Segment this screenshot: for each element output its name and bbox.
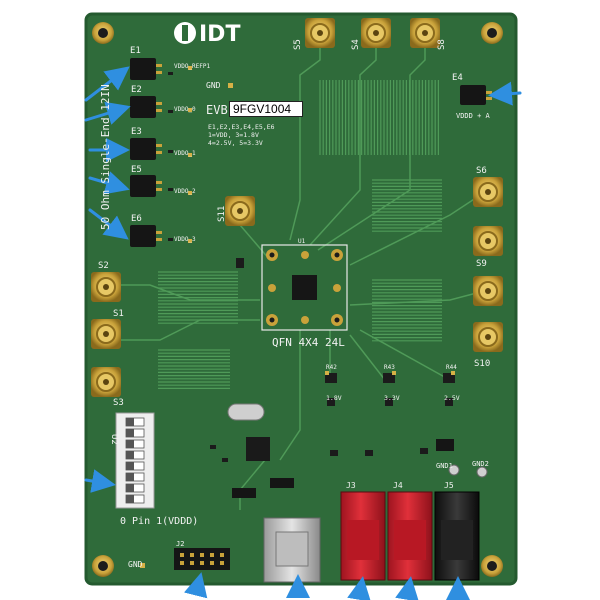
sma-connector-s6[interactable] xyxy=(473,177,503,207)
sma-connector-s9[interactable] xyxy=(473,226,503,256)
label-j5: J5 xyxy=(444,481,454,490)
banana-jack-j4[interactable] xyxy=(387,491,433,581)
sma-connector-s2[interactable] xyxy=(91,272,121,302)
label-e4: E4 xyxy=(452,73,463,83)
label-e6: E6 xyxy=(131,214,142,224)
chip-package-label: QFN 4X4 24L xyxy=(272,336,345,349)
label-s10: S10 xyxy=(474,359,490,369)
label-r44: R44 xyxy=(446,364,457,371)
jumper-note-line3: 4=2.5V, 5=3.3V xyxy=(208,139,263,147)
label-r43: R43 xyxy=(384,364,395,371)
label-gnd-top: GND xyxy=(206,81,221,90)
test-pads xyxy=(140,66,455,568)
label-vddo-2: VDDO_2 xyxy=(174,188,196,195)
usb-connector[interactable] xyxy=(263,517,321,583)
routing-traces xyxy=(110,45,489,510)
jumper-note-line2: 1=VDD, 3=1.8V xyxy=(208,131,259,139)
label-s5: S5 xyxy=(293,39,303,50)
label-s3: S3 xyxy=(113,398,124,408)
microcontroller-u3 xyxy=(246,437,270,461)
label-s11: S11 xyxy=(217,206,227,222)
label-vddd-a: VDDD + A xyxy=(456,112,491,120)
sma-connector-s3[interactable] xyxy=(91,367,121,397)
trace-meander-blocks xyxy=(158,80,442,389)
label-vddo-3: VDDO_3 xyxy=(174,236,196,243)
vertical-board-title: 50 Ohm Single-End 12IN xyxy=(99,84,112,230)
label-s8: S8 xyxy=(437,39,447,50)
smd-components xyxy=(168,72,455,462)
crystal-y1 xyxy=(227,403,265,421)
sma-connector-s11[interactable] xyxy=(225,196,255,226)
label-s6: S6 xyxy=(476,166,487,176)
jumper-headers-left[interactable] xyxy=(130,58,156,247)
jumper-pins-left xyxy=(156,64,162,241)
label-j3: J3 xyxy=(346,481,356,490)
label-1-8v: 1.8V xyxy=(326,394,342,402)
label-gnd1: GND1 xyxy=(436,462,453,470)
banana-jack-j5[interactable] xyxy=(434,491,480,581)
label-vddo-refp1: VDDO_REFP1 xyxy=(174,63,211,70)
pin-header-j2[interactable] xyxy=(174,548,230,570)
label-j4: J4 xyxy=(393,481,403,490)
banana-jack-j3[interactable] xyxy=(340,491,386,581)
chip-socket-u1 xyxy=(261,244,348,331)
sma-connector-top-2[interactable] xyxy=(361,18,391,48)
label-s2: S2 xyxy=(98,261,109,271)
label-e2: E2 xyxy=(131,85,142,95)
label-2-5v: 2.5V xyxy=(444,394,460,402)
sma-connector-s10[interactable] xyxy=(473,322,503,352)
label-3-3v: 3.3V xyxy=(384,394,400,402)
sma-connector-top-1[interactable] xyxy=(305,18,335,48)
dip-switch-label: 0 Pin 1(VDDD) xyxy=(120,516,198,527)
sma-connector-s7[interactable] xyxy=(473,276,503,306)
sma-connector-top-3[interactable] xyxy=(410,18,440,48)
idt-logo: IDT xyxy=(174,22,240,47)
evb-prefix: EVB xyxy=(206,103,228,117)
label-r42: R42 xyxy=(326,364,337,371)
part-number-label: 9FGV1004 xyxy=(229,101,303,117)
label-j2: J2 xyxy=(176,540,184,548)
jumper-note-line1: E1,E2,E3,E4,E5,E6 xyxy=(208,123,275,131)
label-u2: U2 xyxy=(109,434,119,445)
label-vddo-1: VDDO_1 xyxy=(174,150,196,157)
label-e5: E5 xyxy=(131,165,142,175)
jumper-small-bottom[interactable] xyxy=(232,439,454,498)
label-e1: E1 xyxy=(130,46,141,56)
label-s9: S9 xyxy=(476,259,487,269)
label-gnd-bottom: GND xyxy=(128,560,143,569)
label-gnd2: GND2 xyxy=(472,460,489,468)
label-e3: E3 xyxy=(131,127,142,137)
ground-posts xyxy=(448,464,488,478)
label-vddo-0: VDDO_0 xyxy=(174,106,196,113)
dip-switch-u2[interactable] xyxy=(115,412,155,509)
label-u1: U1 xyxy=(298,238,306,245)
label-s4: S4 xyxy=(351,39,361,50)
brand-logo-text: IDT xyxy=(199,22,240,47)
label-s1: S1 xyxy=(113,309,124,319)
annotation-arrows xyxy=(84,66,522,600)
sma-connector-s1[interactable] xyxy=(91,319,121,349)
mounting-holes xyxy=(92,22,503,577)
